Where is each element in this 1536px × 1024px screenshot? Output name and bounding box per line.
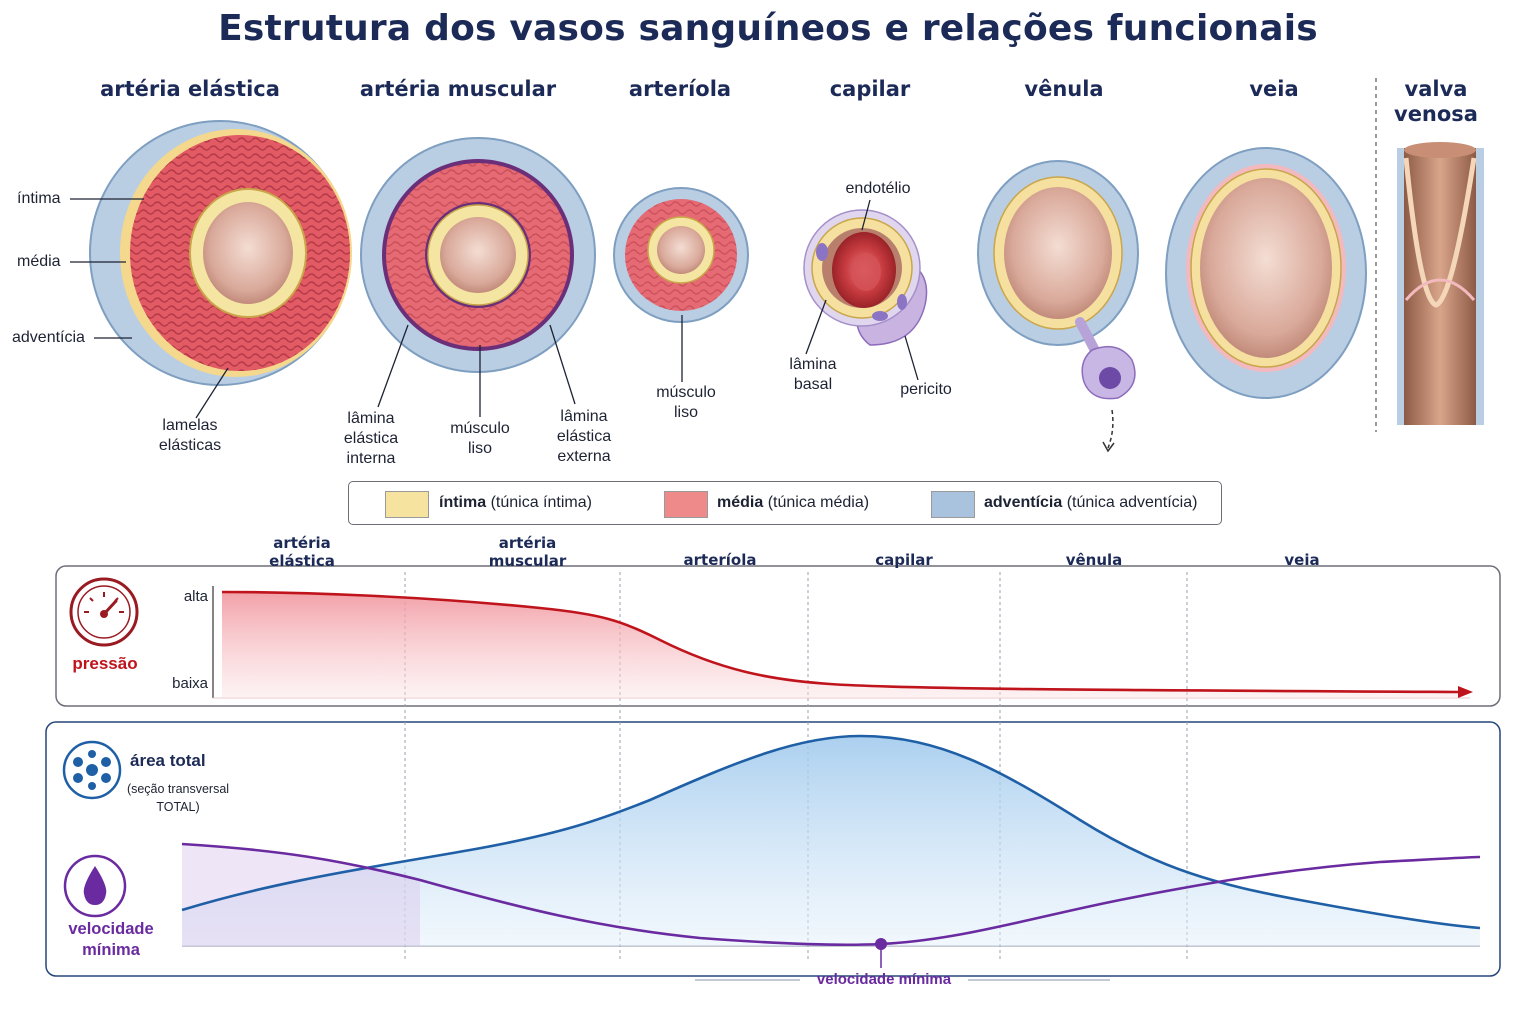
label-intima: íntima: [17, 190, 61, 207]
page-title: Estrutura dos vasos sanguíneos e relaçõe…: [218, 8, 1318, 49]
legend-swatch-adventicia: [931, 491, 975, 518]
elastic-artery-illustration: [89, 120, 352, 386]
chart-header-capillary: capilar: [875, 551, 933, 569]
legend-adventicia: adventícia (túnica adventícia): [984, 494, 1198, 511]
pressure-line: [221, 590, 1459, 694]
vein-illustration: [1165, 147, 1367, 399]
header-vein: veia: [1249, 77, 1299, 101]
cross-section-area-icon: [62, 740, 122, 800]
layer-legend: íntima (túnica íntima) média (túnica méd…: [348, 481, 1222, 525]
area-line: [181, 734, 1481, 930]
venule-illustration: [977, 160, 1139, 453]
header-venule: vênula: [1024, 77, 1104, 101]
legend-intima: íntima (túnica íntima): [439, 494, 592, 511]
arteriole-illustration: [613, 187, 749, 323]
chart-header-vein: veia: [1284, 551, 1320, 569]
pressure-arrowhead: [1458, 686, 1473, 698]
label-pericyte: pericito: [900, 381, 952, 398]
label-adventicia: adventícia: [12, 329, 85, 346]
capillary-illustration: [803, 209, 928, 346]
chart-header-arteriole: arteríola: [683, 551, 757, 569]
header-arteriole: arteríola: [628, 77, 732, 101]
header-muscular-artery: artéria muscular: [359, 77, 557, 101]
label-media: média: [17, 253, 61, 270]
pressure-gauge-icon: [69, 577, 139, 647]
pressure-area-fill: [222, 592, 1458, 698]
velocity-min-marker-label: velocidade mínima: [816, 971, 952, 988]
muscular-artery-illustration: [360, 137, 596, 373]
label-endothelium: endotélio: [845, 180, 911, 197]
area-label: área total: [130, 751, 206, 770]
venous-valve-illustration: [1397, 142, 1484, 425]
legend-swatch-media: [664, 491, 708, 518]
header-elastic-artery: artéria elástica: [100, 77, 280, 101]
chart-header-venule: vênula: [1065, 551, 1123, 569]
pressure-label: pressão: [72, 654, 138, 673]
legend-media: média (túnica média): [717, 494, 870, 511]
label-leaders: [70, 198, 919, 419]
velocity-drop-icon: [63, 854, 127, 918]
pressure-low-label: baixa: [172, 675, 208, 692]
legend-swatch-intima: [385, 491, 429, 518]
header-capillary: capilar: [829, 77, 911, 101]
pressure-high-label: alta: [183, 588, 208, 605]
